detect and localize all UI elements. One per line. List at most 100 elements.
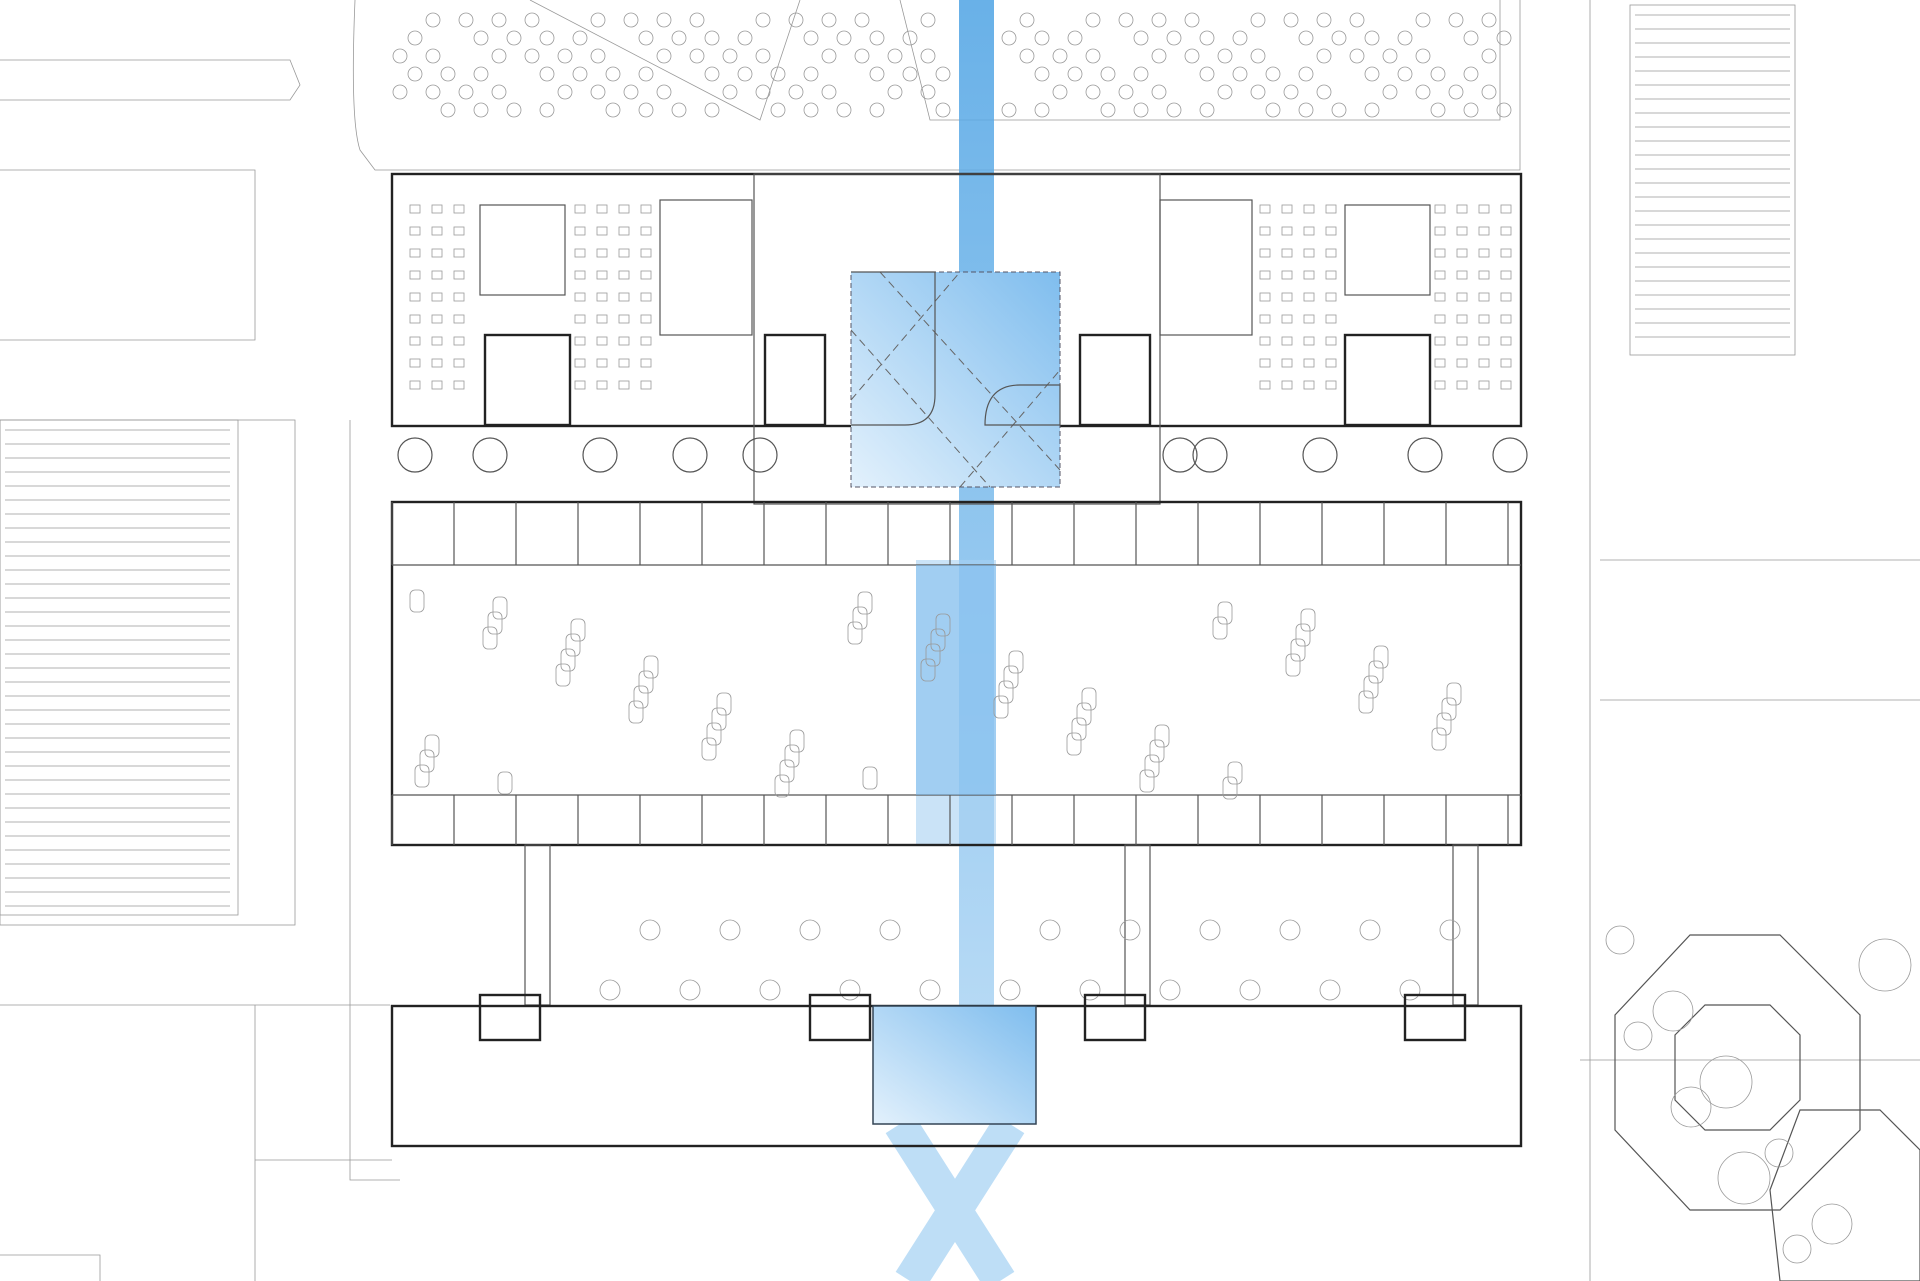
tree	[1364, 102, 1380, 118]
tree	[920, 84, 936, 100]
tree	[1085, 84, 1101, 100]
desk	[453, 226, 465, 236]
desk	[1500, 292, 1512, 302]
desk	[1434, 336, 1446, 346]
tree	[788, 12, 804, 28]
desk	[1456, 248, 1468, 258]
desk	[409, 336, 421, 346]
tree	[1166, 102, 1182, 118]
vehicle-or-desk	[774, 774, 790, 798]
tree	[1019, 48, 1035, 64]
vehicle-or-desk	[643, 655, 659, 679]
tree	[656, 84, 672, 100]
vehicle-or-desk	[424, 734, 440, 758]
tree	[392, 84, 408, 100]
tree	[679, 979, 701, 1001]
tree	[1448, 84, 1464, 100]
vehicle-or-desk	[409, 589, 425, 613]
tree	[1349, 12, 1365, 28]
desk	[431, 336, 443, 346]
tree	[1184, 12, 1200, 28]
desk	[431, 204, 443, 214]
tree	[1250, 48, 1266, 64]
vehicle-or-desk	[711, 707, 727, 731]
desk	[431, 270, 443, 280]
tree	[1133, 30, 1149, 46]
vehicle-or-desk	[862, 766, 878, 790]
tree	[869, 66, 885, 82]
tree	[1199, 66, 1215, 82]
desk	[431, 248, 443, 258]
desk	[1303, 292, 1315, 302]
desk	[1281, 358, 1293, 368]
desk	[1259, 358, 1271, 368]
vehicle-or-desk	[1227, 761, 1243, 785]
tree	[1199, 30, 1215, 46]
tree	[1359, 919, 1381, 941]
tree	[1415, 48, 1431, 64]
tree	[722, 48, 738, 64]
desk	[1303, 248, 1315, 258]
tree	[1001, 102, 1017, 118]
desk	[1478, 314, 1490, 324]
tree	[887, 48, 903, 64]
tree	[1430, 102, 1446, 118]
tree	[539, 66, 555, 82]
tree	[472, 437, 508, 473]
tree	[590, 84, 606, 100]
desk	[1434, 226, 1446, 236]
tree	[1481, 84, 1497, 100]
vehicle-or-desk	[419, 749, 435, 773]
tree	[572, 66, 588, 82]
tree	[1298, 66, 1314, 82]
desk	[1434, 270, 1446, 280]
tree	[1085, 48, 1101, 64]
tree	[1052, 48, 1068, 64]
vehicle-or-desk	[930, 628, 946, 652]
tree	[1782, 1234, 1812, 1264]
tree-field	[392, 12, 1512, 118]
vehicle-or-desk	[1358, 690, 1374, 714]
tree	[1415, 12, 1431, 28]
desk	[1325, 336, 1337, 346]
desk	[618, 380, 630, 390]
desk	[1434, 380, 1446, 390]
vehicle-or-desk	[857, 591, 873, 615]
tree	[1349, 48, 1365, 64]
desk	[640, 204, 652, 214]
parking-right	[1629, 4, 1796, 356]
middle-block	[390, 500, 1523, 847]
desk	[409, 314, 421, 324]
tree	[638, 66, 654, 82]
tree	[1279, 919, 1301, 941]
desk	[1303, 314, 1315, 324]
vehicle-or-desk	[555, 663, 571, 687]
desk	[1303, 380, 1315, 390]
tree	[1439, 919, 1461, 941]
desk	[574, 226, 586, 236]
tree	[491, 12, 507, 28]
tree	[788, 84, 804, 100]
tree	[656, 12, 672, 28]
vehicle-or-desk	[628, 700, 644, 724]
tree	[1151, 48, 1167, 64]
desk	[1303, 226, 1315, 236]
desk	[1303, 204, 1315, 214]
tree	[1298, 102, 1314, 118]
desk	[1281, 380, 1293, 390]
desk	[596, 204, 608, 214]
desk	[1500, 336, 1512, 346]
tree	[803, 30, 819, 46]
tree	[1623, 1021, 1653, 1051]
tree	[491, 48, 507, 64]
tree	[1448, 12, 1464, 28]
tree	[902, 66, 918, 82]
desk	[1281, 226, 1293, 236]
desk	[1303, 336, 1315, 346]
tree	[1415, 84, 1431, 100]
tree	[854, 48, 870, 64]
tree	[920, 48, 936, 64]
desk	[640, 248, 652, 258]
desk	[574, 248, 586, 258]
